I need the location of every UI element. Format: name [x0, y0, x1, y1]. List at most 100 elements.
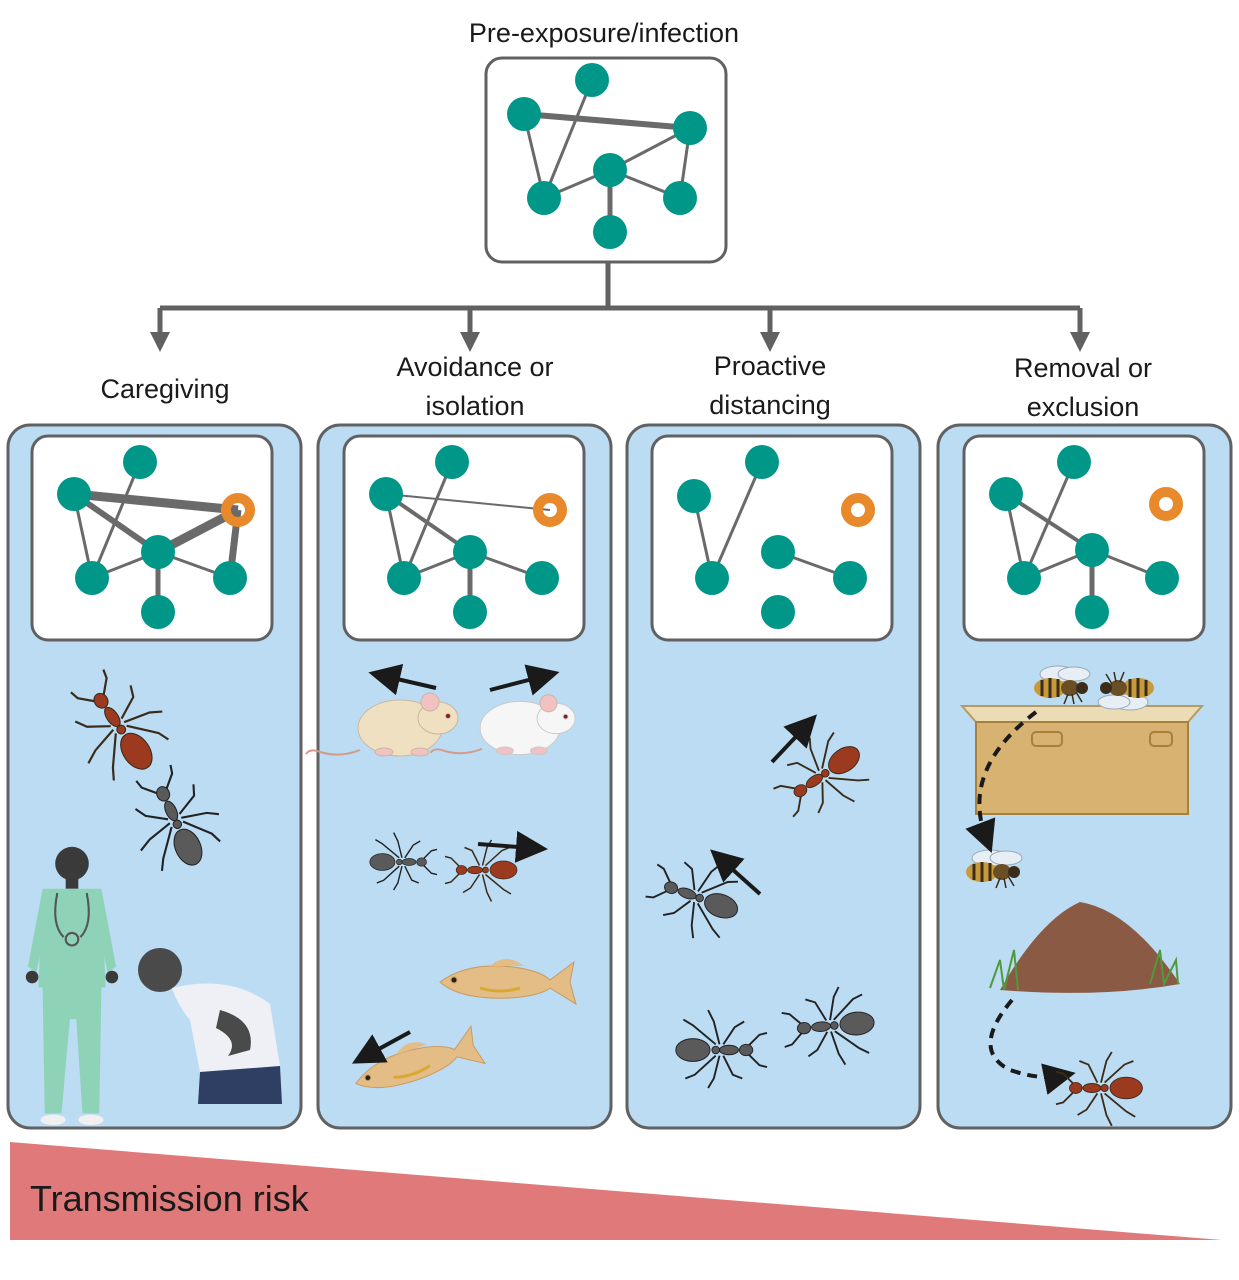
network-node	[989, 477, 1023, 511]
network-node	[527, 181, 561, 215]
network-edge	[522, 113, 546, 199]
hive-handle-icon	[1149, 731, 1173, 747]
network-edge	[384, 493, 406, 579]
network-edge	[678, 127, 692, 199]
red-ant-icon	[48, 654, 185, 796]
network-edge	[777, 550, 851, 580]
network-node	[745, 445, 779, 479]
network-frame	[342, 434, 586, 642]
black-ant-icon	[674, 1009, 768, 1089]
tan-mouse-icon	[305, 692, 459, 757]
network-edge	[72, 493, 94, 579]
arrow-icon	[770, 714, 817, 764]
healthcare-worker-icon	[24, 845, 120, 1127]
network-node	[453, 535, 487, 569]
network-node	[435, 445, 469, 479]
network-edge	[402, 461, 454, 579]
black-ant-icon	[636, 843, 752, 951]
grass-icon	[989, 949, 1179, 991]
dashed-arrow-icon	[988, 998, 1076, 1095]
panels	[6, 423, 1233, 1130]
arrow-icon	[477, 830, 548, 863]
network-node	[213, 561, 247, 595]
network-node	[1007, 561, 1041, 595]
network-node	[387, 561, 421, 595]
network-node	[75, 561, 109, 595]
illustrations	[24, 654, 1205, 1127]
network-node	[1145, 561, 1179, 595]
red-ant-icon	[444, 839, 518, 903]
network-node	[593, 153, 627, 187]
panel-background	[316, 423, 613, 1130]
infected-node	[1149, 487, 1183, 521]
network-edge	[1022, 461, 1076, 579]
network-node	[507, 97, 541, 131]
label-line: Avoidance or	[396, 352, 554, 382]
infected-node	[841, 493, 875, 527]
network-edge	[384, 492, 472, 554]
white-mouse-icon	[429, 693, 577, 756]
fish-icon	[347, 1021, 487, 1105]
network-node	[141, 535, 175, 569]
network-edge	[1023, 548, 1093, 580]
infected-node	[221, 493, 255, 527]
dashed-arrow-icon	[965, 710, 1038, 853]
label-line: Caregiving	[100, 374, 230, 404]
network-edge	[1004, 493, 1026, 579]
network-node	[1057, 445, 1091, 479]
network-edge	[543, 168, 611, 200]
network-edge	[609, 126, 691, 172]
top-title: Pre-exposure/infection	[468, 18, 740, 48]
panel-background	[6, 423, 303, 1130]
label-line: Removal or	[1013, 353, 1153, 383]
panel-label-proactive: Proactive distancing	[645, 347, 895, 425]
infected-node	[533, 493, 567, 527]
arrow-icon	[489, 664, 560, 696]
panel-label-avoidance: Avoidance or isolation	[350, 348, 600, 426]
network-node	[453, 595, 487, 629]
network-edge	[155, 506, 241, 556]
hive-icon	[975, 721, 1189, 815]
black-ant-icon	[369, 831, 438, 891]
sick-person-icon	[138, 948, 282, 1104]
network-node	[695, 561, 729, 595]
network-node	[57, 477, 91, 511]
network-edge	[523, 111, 691, 131]
bee-icon	[1096, 670, 1156, 712]
network-node	[833, 561, 867, 595]
hive-handle-icon	[1031, 731, 1063, 747]
anthill-icon	[1000, 902, 1180, 993]
bee-icon	[964, 848, 1024, 890]
network-frame	[962, 434, 1206, 642]
network-node	[677, 479, 711, 513]
network-edge	[710, 461, 764, 579]
network-edge	[1004, 492, 1094, 552]
network-edge	[403, 550, 471, 580]
network-node	[663, 181, 697, 215]
transmission-risk-label: Transmission risk	[30, 1178, 309, 1219]
network-node	[761, 535, 795, 569]
arrow-icon	[351, 1030, 411, 1064]
network-edge	[90, 461, 142, 579]
network-node	[575, 63, 609, 97]
network-node	[1075, 533, 1109, 567]
network-node	[761, 595, 795, 629]
network-edge	[226, 509, 242, 579]
network-edge	[157, 550, 231, 580]
network-node	[141, 595, 175, 629]
panel-label-removal: Removal or exclusion	[958, 349, 1208, 427]
fish-icon	[438, 957, 578, 1006]
arrowhead-icon	[150, 332, 170, 352]
network-edge	[72, 491, 160, 555]
network-node	[369, 477, 403, 511]
label-line: distancing	[709, 390, 831, 420]
arrow-icon	[710, 849, 762, 896]
network-edge	[385, 493, 551, 511]
network-node	[123, 445, 157, 479]
panel-label-caregiving: Caregiving	[40, 370, 290, 409]
red-ant-icon	[1055, 1051, 1144, 1127]
label-line: exclusion	[1026, 392, 1140, 422]
network-node	[525, 561, 559, 595]
